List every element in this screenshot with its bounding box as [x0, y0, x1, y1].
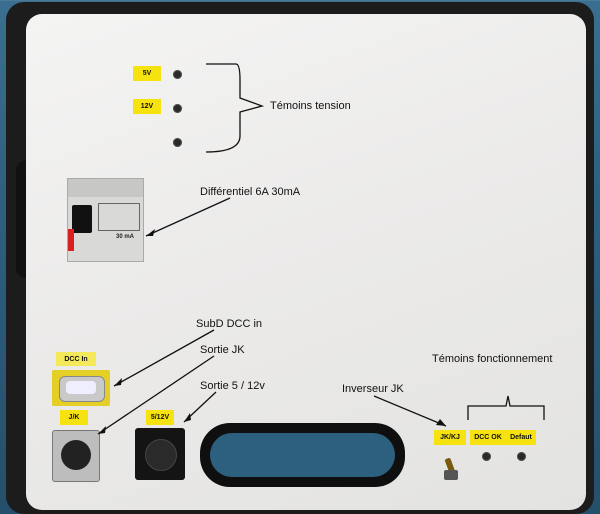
- carry-handle-slot: [200, 423, 405, 487]
- floor-tile-line: [0, 0, 600, 1]
- annotation-output-jk: Sortie JK: [200, 344, 245, 356]
- differential-breaker: 30 mA: [67, 178, 144, 262]
- brace-function: [467, 395, 545, 420]
- label-dcc-ok: DCC OK: [470, 430, 506, 445]
- breaker-rating: 30 mA: [116, 234, 135, 240]
- label-5-12v: 5/12V: [146, 410, 174, 425]
- led-12v: [173, 104, 182, 113]
- breaker-lever[interactable]: [72, 205, 92, 233]
- label-jk-kj: JK/KJ: [434, 430, 466, 445]
- label-dcc-in: DCC In: [56, 352, 96, 366]
- led-defaut: [517, 452, 526, 461]
- label-defaut: Defaut: [506, 430, 536, 445]
- subd-connector-plate: [52, 370, 110, 406]
- brace-voltage: [205, 63, 265, 153]
- annotation-function-indicators: Témoins fonctionnement: [432, 353, 553, 365]
- annotation-subd: SubD DCC in: [196, 318, 263, 330]
- label-5v: 5V: [133, 66, 161, 81]
- annotation-inverter-jk: Inverseur JK: [342, 383, 404, 395]
- led-3: [173, 138, 182, 147]
- annotation-differential: Différentiel 6A 30mA: [200, 186, 301, 198]
- arrow-inverter: [373, 395, 447, 427]
- arrow-jk: [97, 355, 215, 435]
- xlr-5-12v-connector[interactable]: [135, 428, 185, 480]
- label-12v: 12V: [133, 99, 161, 114]
- led-5v: [173, 70, 182, 79]
- label-jk: J/K: [60, 410, 88, 425]
- inverter-toggle-switch[interactable]: [442, 457, 460, 480]
- xlr-jk-connector[interactable]: [52, 430, 100, 482]
- annotation-voltage-indicators: Témoins tension: [270, 100, 351, 112]
- led-dcc-ok: [482, 452, 491, 461]
- arrow-differential: [145, 197, 231, 237]
- annotation-output-5-12: Sortie 5 / 12v: [200, 380, 265, 392]
- arrow-subd: [113, 329, 215, 387]
